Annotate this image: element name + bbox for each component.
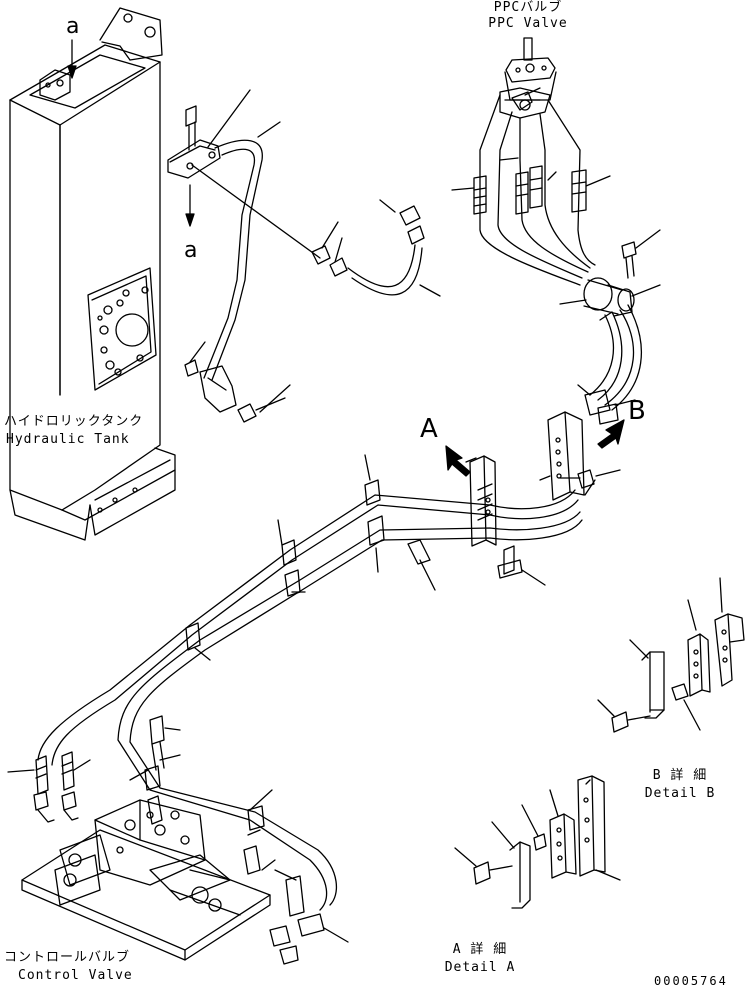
ppc-valve-label-jp: PPCバルブ bbox=[493, 0, 563, 15]
hydraulic-tank bbox=[9, 7, 176, 541]
hose-bundle bbox=[559, 277, 661, 425]
detail-a-label-en: Detail A bbox=[444, 960, 516, 975]
hose-run bbox=[37, 454, 596, 911]
control-valve bbox=[21, 795, 276, 961]
view-b-marker: B bbox=[628, 396, 646, 426]
bracket-b bbox=[539, 411, 621, 501]
bracket-a bbox=[465, 455, 546, 586]
control-valve-label-jp: コントロールバルブ bbox=[4, 950, 131, 965]
view-a-marker: A bbox=[420, 414, 438, 444]
detail-b-parts bbox=[597, 577, 745, 733]
detail-a-label-jp: A 詳 細 bbox=[452, 942, 508, 957]
detail-a-parts bbox=[454, 775, 621, 909]
hydraulic-tank-label-en: Hydraulic Tank bbox=[6, 432, 130, 447]
detail-b-label-en: Detail B bbox=[644, 786, 716, 801]
hydraulic-tank-label-jp: ハイドロリックタンク bbox=[4, 414, 144, 429]
drawing-serial-number: 00005764 bbox=[654, 974, 728, 988]
ppc-side-bolt bbox=[621, 229, 661, 279]
ppc-valve bbox=[451, 37, 611, 286]
tank-bracket-and-pipe bbox=[167, 89, 321, 423]
ppc-valve-label-en: PPC Valve bbox=[488, 16, 568, 31]
view-arrows bbox=[445, 419, 625, 477]
reference-a-mid: a bbox=[184, 238, 198, 263]
control-valve-fittings bbox=[7, 715, 349, 965]
hose-clips bbox=[184, 199, 441, 377]
control-valve-label-en: Control Valve bbox=[18, 968, 133, 983]
reference-arrow-a bbox=[67, 39, 195, 227]
detail-b-label-jp: B 詳 細 bbox=[652, 768, 708, 783]
reference-a-top: a bbox=[66, 14, 80, 39]
